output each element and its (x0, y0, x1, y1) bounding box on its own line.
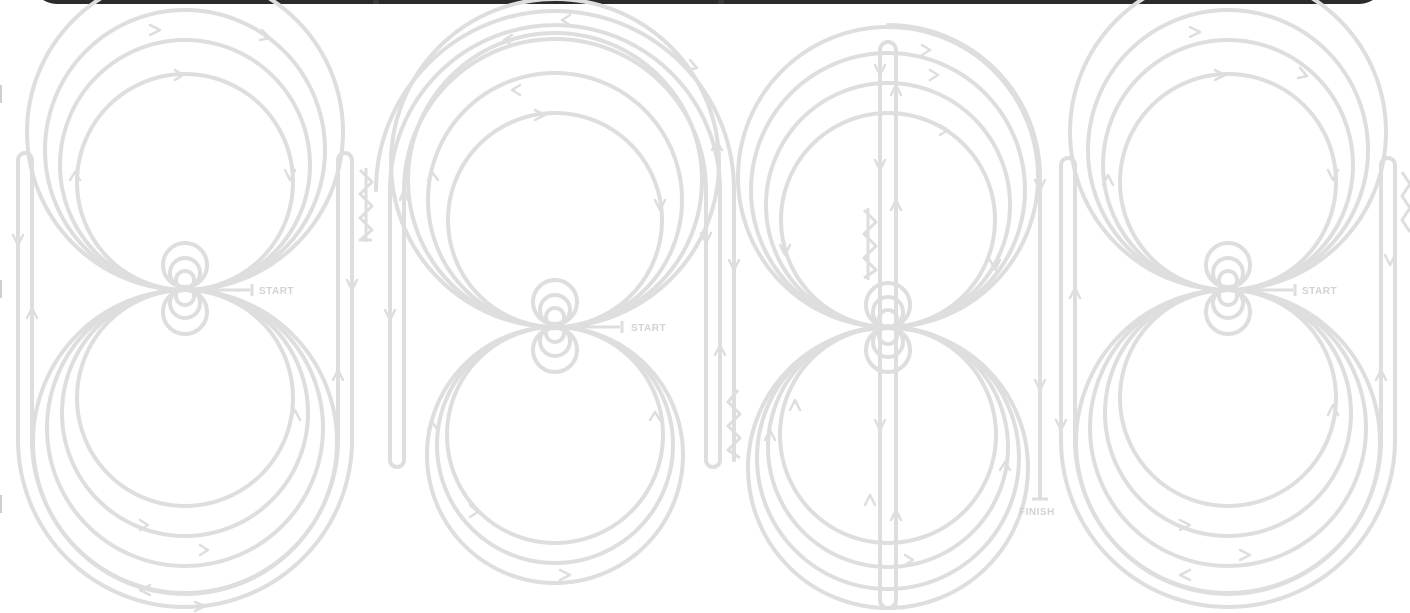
upper-loop (1103, 40, 1353, 290)
track-diagram-2: START (376, 0, 740, 583)
track-diagram-3: FINISH (738, 25, 1055, 608)
direction-arrow (650, 412, 660, 420)
center-circle (163, 243, 207, 287)
track-diagram-1: START (13, 0, 372, 611)
center-circle (1206, 243, 1250, 287)
lower-loop (1120, 290, 1336, 506)
upper-loop (45, 10, 325, 290)
upper-loop (27, 0, 343, 290)
upper-loop (751, 53, 1025, 327)
lower-loop (757, 327, 1019, 589)
upper-loop (60, 40, 310, 290)
u-turn-cap (338, 153, 352, 160)
center-circle (866, 328, 910, 372)
zigzag-marker (864, 210, 876, 278)
u-turn-cap (706, 460, 720, 467)
upper-loop (1088, 10, 1368, 290)
start-label: START (631, 323, 666, 334)
center-circle (533, 280, 577, 324)
start-label: START (1302, 286, 1337, 297)
outer-arch-path (376, 11, 734, 460)
lower-loop (768, 327, 1008, 567)
direction-arrow (1190, 27, 1200, 37)
u-turn-cap (1061, 158, 1075, 165)
start-label: START (259, 286, 294, 297)
direction-arrow (150, 25, 160, 35)
lower-loop (62, 290, 308, 536)
lower-loop (1090, 290, 1366, 566)
direction-arrow (930, 70, 938, 80)
upper-loop (781, 113, 995, 327)
lower-loop (47, 290, 323, 566)
lower-loop (447, 327, 663, 543)
upper-loop (391, 0, 719, 327)
direction-arrow (790, 400, 800, 410)
direction-arrow (1240, 550, 1250, 560)
u-turn-cap (390, 460, 404, 467)
u-turn-cap (18, 153, 32, 160)
lower-loop (437, 327, 673, 563)
u-turn-cap (1381, 158, 1395, 165)
zigzag-marker (1402, 172, 1410, 232)
direction-arrow (1180, 570, 1190, 580)
direction-arrow (200, 545, 208, 555)
lower-loop (1105, 290, 1351, 536)
lower-loop (780, 327, 996, 543)
direction-arrow (688, 60, 697, 70)
direction-arrow (865, 495, 875, 505)
track-diagram-4: START (1056, 0, 1410, 607)
finish-label: FINISH (1019, 507, 1055, 518)
direction-arrow (512, 85, 520, 95)
direction-arrow (560, 570, 570, 580)
lower-loop (77, 290, 293, 506)
direction-arrow (922, 45, 930, 55)
upper-loop (766, 83, 1010, 327)
upper-loop (1070, 0, 1386, 290)
